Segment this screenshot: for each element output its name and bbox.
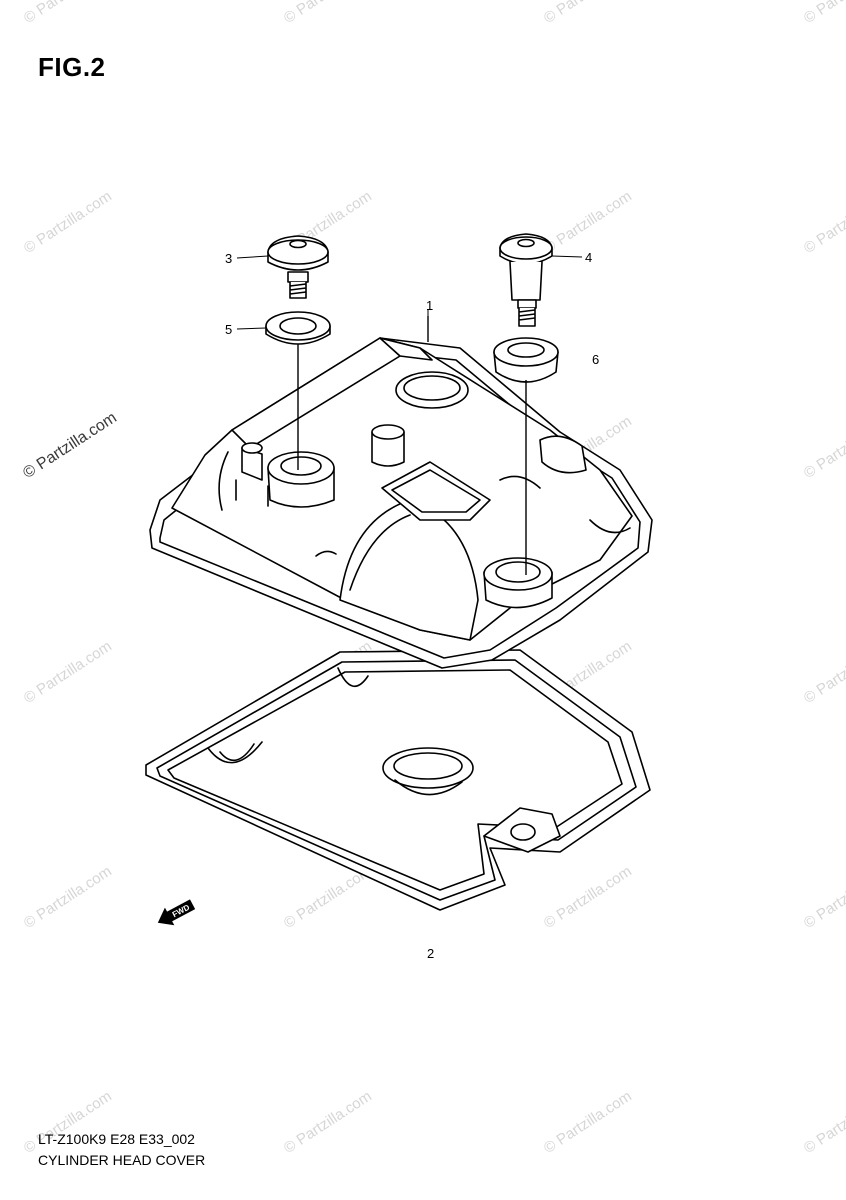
seal-washer-part [265, 311, 331, 345]
gasket-part [145, 649, 651, 911]
callout-3: 3 [225, 251, 232, 266]
callout-5: 5 [225, 322, 232, 337]
model-code: LT-Z100K9 E28 E33_002 [38, 1131, 195, 1147]
bolt-part-4 [499, 233, 553, 327]
cylinder-head-cover-part [149, 337, 653, 669]
assembly-lines [297, 316, 527, 575]
forward-arrow-icon: FWD [157, 899, 196, 926]
callout-4: 4 [585, 250, 592, 265]
callout-1: 1 [426, 298, 433, 313]
figure-title: FIG.2 [38, 52, 106, 82]
cap-part [493, 337, 559, 383]
part-group-name: CYLINDER HEAD COVER [38, 1152, 206, 1168]
leader-lines [236, 255, 583, 330]
callout-6: 6 [592, 352, 599, 367]
callout-2: 2 [427, 946, 434, 961]
bolt-part-3 [267, 235, 329, 299]
